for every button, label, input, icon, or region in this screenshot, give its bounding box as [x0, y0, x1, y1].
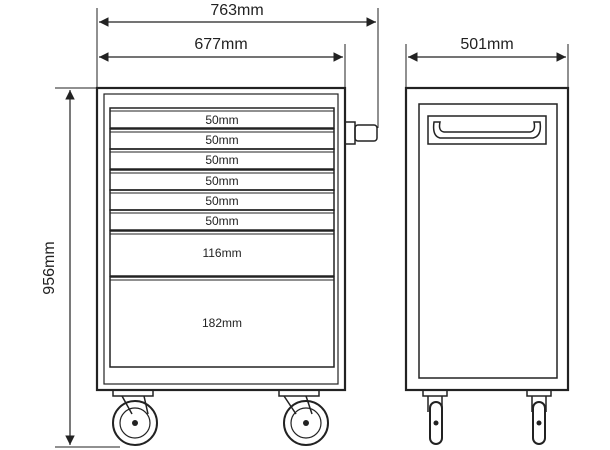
drawer-size-label: 50mm — [205, 153, 238, 167]
drawer: 50mm — [109, 148, 335, 170]
drawer-size-label: 50mm — [205, 214, 238, 228]
castor-left — [112, 389, 158, 446]
drawer-size-label: 182mm — [202, 316, 242, 330]
dimension-height: 956mm — [41, 87, 120, 448]
drawer: 50mm — [109, 189, 335, 211]
castor-right — [278, 389, 329, 446]
drawer: 50mm — [109, 169, 335, 191]
side-castor-left — [422, 389, 448, 445]
side-handle — [344, 121, 378, 145]
drawer-size-label: 50mm — [205, 174, 238, 188]
drawer: 116mm — [109, 230, 335, 277]
top-handle — [427, 115, 547, 145]
dimension-depth: 501mm — [405, 36, 569, 88]
drawer-size-label: 50mm — [205, 133, 238, 147]
drawer: 50mm — [109, 209, 335, 231]
dimension-overall-width: 763mm — [96, 2, 379, 128]
dimension-body-width: 677mm — [99, 36, 346, 88]
front-view: 50mm 50mm 50mm 50mm 50mm 50mm — [95, 86, 378, 446]
drawer: 50mm — [109, 107, 335, 129]
drawer-size-label: 50mm — [205, 113, 238, 127]
drawer: 182mm — [109, 276, 335, 368]
height-label: 956mm — [41, 241, 58, 294]
depth-label: 501mm — [460, 36, 513, 53]
overall-width-label: 763mm — [210, 2, 263, 19]
drawer-size-label: 50mm — [205, 194, 238, 208]
drawer: 50mm — [109, 128, 335, 150]
side-castor-right — [526, 389, 552, 445]
drawer-size-label: 116mm — [202, 246, 241, 260]
body-width-label: 677mm — [194, 36, 247, 53]
side-view — [404, 86, 570, 445]
